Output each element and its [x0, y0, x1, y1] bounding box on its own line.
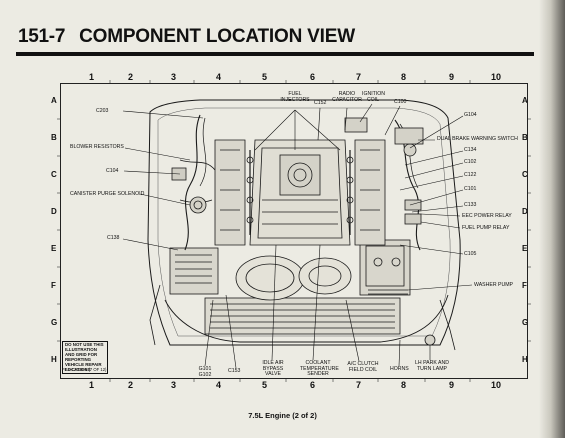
callout-ignition-coil-text: IGNITION COIL — [362, 91, 386, 103]
grid-row-right-d: D — [522, 207, 528, 216]
callout-eec-power-relay: EEC POWER RELAY — [462, 213, 512, 219]
grid-col-top-7: 7 — [356, 72, 362, 82]
grid-col-top-6: 6 — [310, 72, 316, 82]
callout-c101: C101 — [464, 186, 477, 192]
callout-c133: C133 — [464, 202, 477, 208]
callout-c203: C203 — [96, 108, 109, 114]
callout-g101-g102: G101 G102 — [197, 366, 213, 378]
callout-fuel-injectors-text: FUEL INJECTORS — [280, 91, 310, 103]
callout-blower-resistors: BLOWER RESISTORS — [70, 144, 124, 150]
callout-ac-clutch-field-coil-text: A/C CLUTCH FIELD COIL — [347, 361, 379, 373]
grid-col-bottom-4: 4 — [216, 380, 222, 390]
figure-code: FPS-12128-B (7 OF 12) — [62, 367, 107, 372]
grid-row-left-d: D — [51, 207, 57, 216]
grid-row-right-g: G — [522, 318, 529, 327]
grid-row-right-f: F — [522, 281, 527, 290]
grid-col-top-9: 9 — [449, 72, 455, 82]
callout-g101-g102-text: G101 G102 — [198, 366, 212, 378]
figure-caption: 7.5L Engine (2 of 2) — [248, 411, 317, 420]
callout-washer-pump: WASHER PUMP — [474, 282, 514, 288]
grid-usage-notice: DO NOT USE THIS ILLUSTRATION AND GRID FO… — [62, 341, 108, 375]
callout-coolant-temperature-sender: COOLANT TEMPERATURE SENDER — [300, 360, 339, 378]
grid-col-bottom-8: 8 — [401, 380, 407, 390]
grid-col-top-5: 5 — [262, 72, 268, 82]
callout-coolant-temperature-sender-text: COOLANT TEMPERATURE SENDER — [300, 360, 339, 378]
callout-c134: C134 — [464, 147, 477, 153]
callout-ignition-coil: IGNITION COIL — [362, 91, 386, 103]
grid-row-left-c: C — [51, 170, 57, 179]
callout-ac-clutch-field-coil: A/C CLUTCH FIELD COIL — [346, 361, 380, 373]
grid-row-left-a: A — [51, 96, 57, 105]
callout-c102: C102 — [464, 159, 477, 165]
page-header: 151-7 COMPONENT LOCATION VIEW — [18, 26, 355, 52]
header-rule — [16, 52, 534, 56]
callout-c105: C105 — [464, 251, 477, 257]
callout-fuel-pump-relay: FUEL PUMP RELAY — [462, 225, 510, 231]
page-edge — [539, 0, 565, 438]
grid-row-left-h: H — [51, 355, 57, 364]
grid-col-bottom-10: 10 — [491, 380, 502, 390]
callout-radio-capacitor: RADIO CAPACITOR — [332, 91, 362, 103]
callout-horns: HORNS — [390, 366, 409, 372]
callout-canister-purge-solenoid: CANISTER PURGE SOLENOID — [70, 191, 145, 197]
grid-col-bottom-5: 5 — [262, 380, 268, 390]
grid-col-bottom-1: 1 — [89, 380, 95, 390]
callout-fuel-injectors: FUEL INJECTORS — [278, 91, 312, 103]
diagram-frame — [60, 83, 528, 379]
grid-col-bottom-7: 7 — [356, 380, 362, 390]
callout-c104: C104 — [106, 168, 119, 174]
grid-row-right-h: H — [522, 355, 528, 364]
grid-col-bottom-2: 2 — [128, 380, 134, 390]
grid-row-left-g: G — [51, 318, 58, 327]
callout-lh-park-turn-lamp: LH PARK AND TURN LAMP — [412, 360, 452, 372]
grid-col-bottom-6: 6 — [310, 380, 316, 390]
section-title: COMPONENT LOCATION VIEW — [79, 26, 355, 47]
grid-row-left-f: F — [51, 281, 56, 290]
callout-idle-air-bypass-valve-text: IDLE AIR BYPASS VALVE — [262, 360, 284, 378]
grid-col-top-4: 4 — [216, 72, 222, 82]
grid-row-left-e: E — [51, 244, 57, 253]
section-number: 151-7 — [18, 26, 66, 47]
callout-radio-capacitor-text: RADIO CAPACITOR — [332, 91, 362, 103]
callout-c100: C100 — [394, 99, 407, 105]
callout-dual-brake-warning-switch: DUAL BRAKE WARNING SWITCH — [437, 136, 518, 142]
callout-c122: C122 — [464, 172, 477, 178]
grid-col-bottom-9: 9 — [449, 380, 455, 390]
grid-row-right-b: B — [522, 133, 528, 142]
callout-lh-park-turn-lamp-text: LH PARK AND TURN LAMP — [415, 360, 449, 372]
callout-c153: C153 — [228, 368, 241, 374]
grid-col-top-10: 10 — [491, 72, 502, 82]
callout-idle-air-bypass-valve: IDLE AIR BYPASS VALVE — [262, 360, 284, 378]
callout-c152: C152 — [314, 100, 327, 106]
callout-g104: G104 — [464, 112, 477, 118]
grid-row-right-e: E — [522, 244, 528, 253]
grid-col-top-1: 1 — [89, 72, 95, 82]
callout-c138: C138 — [107, 235, 120, 241]
grid-col-top-3: 3 — [171, 72, 177, 82]
grid-row-right-a: A — [522, 96, 528, 105]
grid-row-left-b: B — [51, 133, 57, 142]
grid-col-bottom-3: 3 — [171, 380, 177, 390]
grid-col-top-8: 8 — [401, 72, 407, 82]
grid-col-top-2: 2 — [128, 72, 134, 82]
grid-row-right-c: C — [522, 170, 528, 179]
